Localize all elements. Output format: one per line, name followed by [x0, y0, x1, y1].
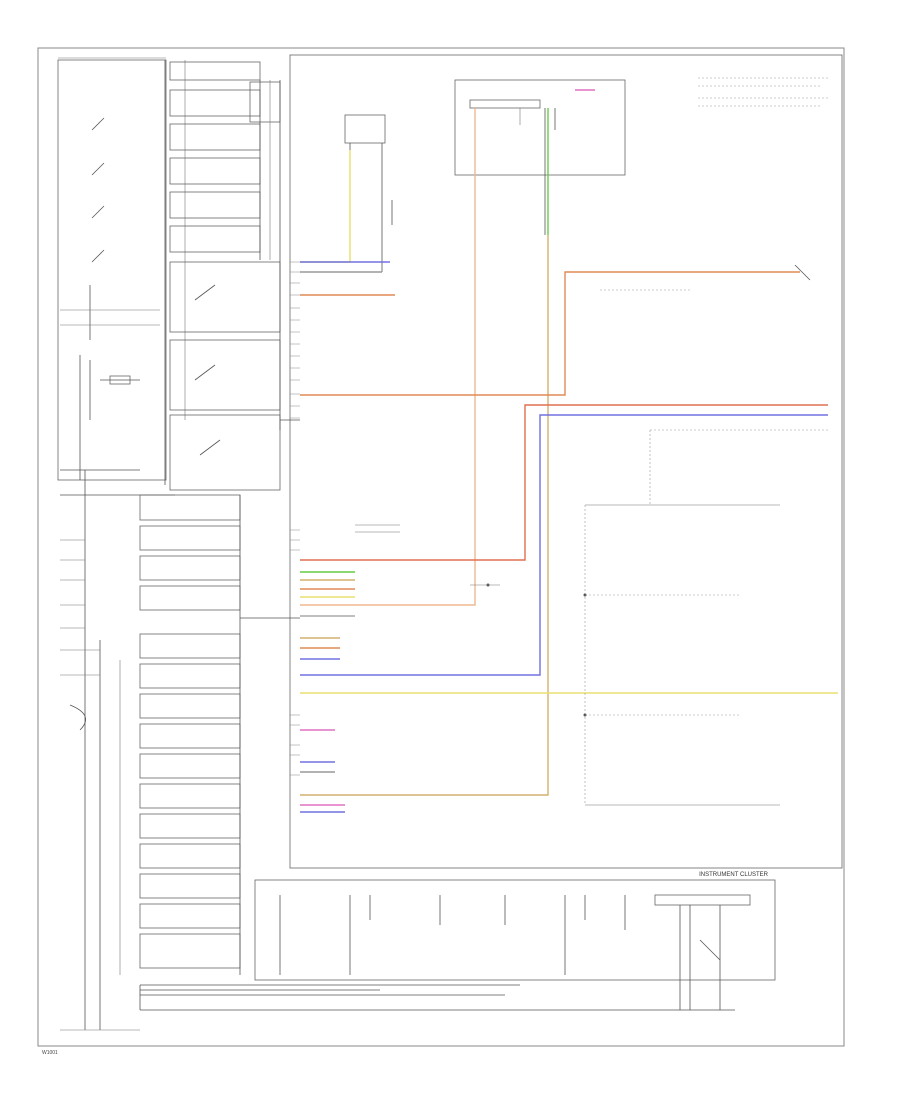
gauge-section [57, 57, 167, 481]
top-switch-column [169, 61, 281, 491]
left-wire-labels [60, 539, 100, 731]
instrument-cluster-label: INSTRUMENT CLUSTER [699, 872, 769, 878]
lower-switch-column [119, 494, 241, 975]
main-module [289, 54, 843, 869]
center-connectors [355, 524, 500, 587]
top-notes [698, 77, 830, 107]
diagram-frame [37, 47, 845, 1047]
diagram-code: W1001 [42, 1050, 58, 1056]
right-components [583, 264, 830, 806]
wire-yellow-top [300, 150, 351, 263]
wire-orange-long [300, 271, 800, 396]
top-connectors [344, 79, 626, 272]
gauge-symbols [60, 117, 160, 480]
wire-tan-vertical [300, 235, 549, 796]
ground-bus [60, 984, 735, 1031]
gauge-box [57, 59, 167, 481]
instrument-cluster-box [254, 879, 776, 981]
left-bus [60, 60, 186, 1030]
wire-salmon-vertical [300, 108, 476, 606]
wire-red-right [300, 404, 828, 561]
wire-blue-right [300, 414, 828, 676]
pin-ticks [290, 261, 300, 776]
instrument-cluster-section: INSTRUMENT CLUSTER [254, 872, 776, 1010]
main-module-box [289, 54, 843, 869]
colored-wires [300, 89, 838, 813]
